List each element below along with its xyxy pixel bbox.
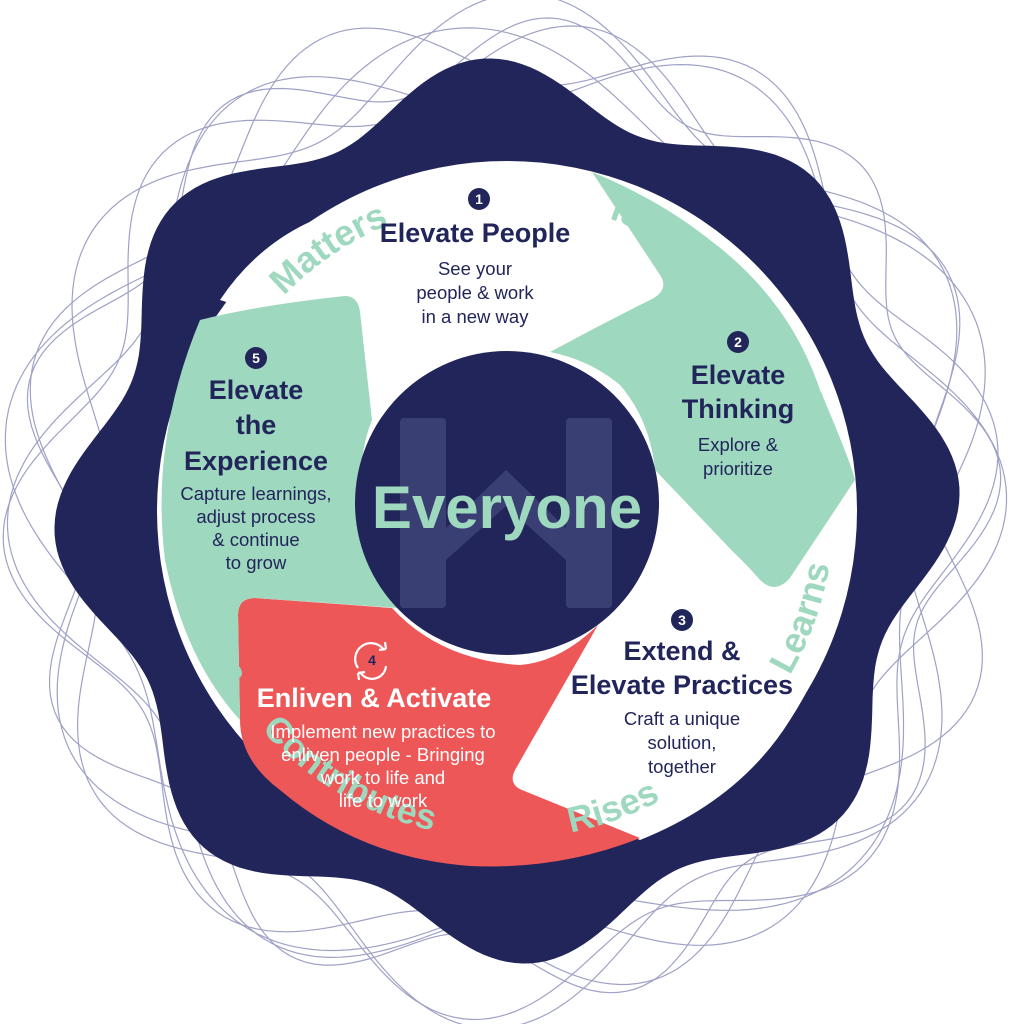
step-1-desc-line-3: in a new way [422, 306, 530, 327]
step5-arrow-shape [161, 296, 398, 720]
step-5: 5 Elevate the Experience Capture learnin… [180, 347, 332, 573]
step-3: 3 Extend & Elevate Practices Craft a uni… [571, 609, 793, 777]
outline-ring-1 [6, 63, 1008, 959]
step-2-desc-line-2: prioritize [703, 458, 773, 479]
step-1: 1 Elevate People See your people & work … [380, 188, 571, 327]
step-4: 4 Enliven & Activate Implement new pract… [257, 641, 496, 811]
step-2: 2 Elevate Thinking Explore & prioritize [682, 331, 794, 479]
step-3-desc-line-1: Craft a unique [624, 708, 740, 729]
step-3-title-line-1: Extend & [623, 636, 740, 666]
step-1-desc-line-1: See your [438, 258, 512, 279]
step-4-desc-line-4: life to work [339, 790, 428, 811]
step-2-number: 2 [734, 334, 742, 350]
step-5-number: 5 [252, 350, 260, 366]
step-5-desc-line-4: to grow [226, 552, 287, 573]
step-2-badge [727, 331, 749, 353]
step-3-desc-line-3: together [648, 756, 716, 777]
step-3-number: 3 [678, 612, 686, 628]
step-4-badge [363, 651, 381, 669]
step-5-badge [245, 347, 267, 369]
step-5-title-line-3: Experience [184, 446, 328, 476]
step-5-desc-line-1: Capture learnings, [180, 483, 331, 504]
step-2-title-line-1: Elevate [691, 360, 786, 390]
step-1-desc-line-2: people & work [416, 282, 534, 303]
step-1-number: 1 [475, 191, 483, 207]
step2-arrow-shape [550, 172, 855, 588]
step-1-title: Elevate People [380, 218, 571, 248]
step-3-title-line-2: Elevate Practices [571, 670, 793, 700]
step-4-desc-line-3: work to life and [320, 767, 445, 788]
step-3-badge [671, 609, 693, 631]
step4-arrow-shape [238, 598, 640, 867]
step-1-badge [468, 188, 490, 210]
step-4-desc-line-2: enliven people - Bringing [281, 744, 485, 765]
step-4-number: 4 [368, 652, 376, 668]
step-4-desc-line-1: Implement new practices to [270, 721, 495, 742]
center-label: Everyone [372, 474, 642, 541]
step-4-title: Enliven & Activate [257, 683, 492, 713]
step-2-desc-line-1: Explore & [698, 434, 779, 455]
h-logo-watermark [400, 418, 612, 608]
step-5-desc-line-2: adjust process [196, 506, 315, 527]
step-2-title-line-2: Thinking [682, 394, 794, 424]
step-5-desc-line-3: & continue [212, 529, 299, 550]
step-5-title-line-1: Elevate [209, 375, 304, 405]
step-3-desc-line-2: solution, [648, 732, 717, 753]
step3-arrow-shape [512, 480, 855, 840]
step-5-title-line-2: the [236, 410, 277, 440]
cycle-arrows-icon [354, 641, 388, 681]
